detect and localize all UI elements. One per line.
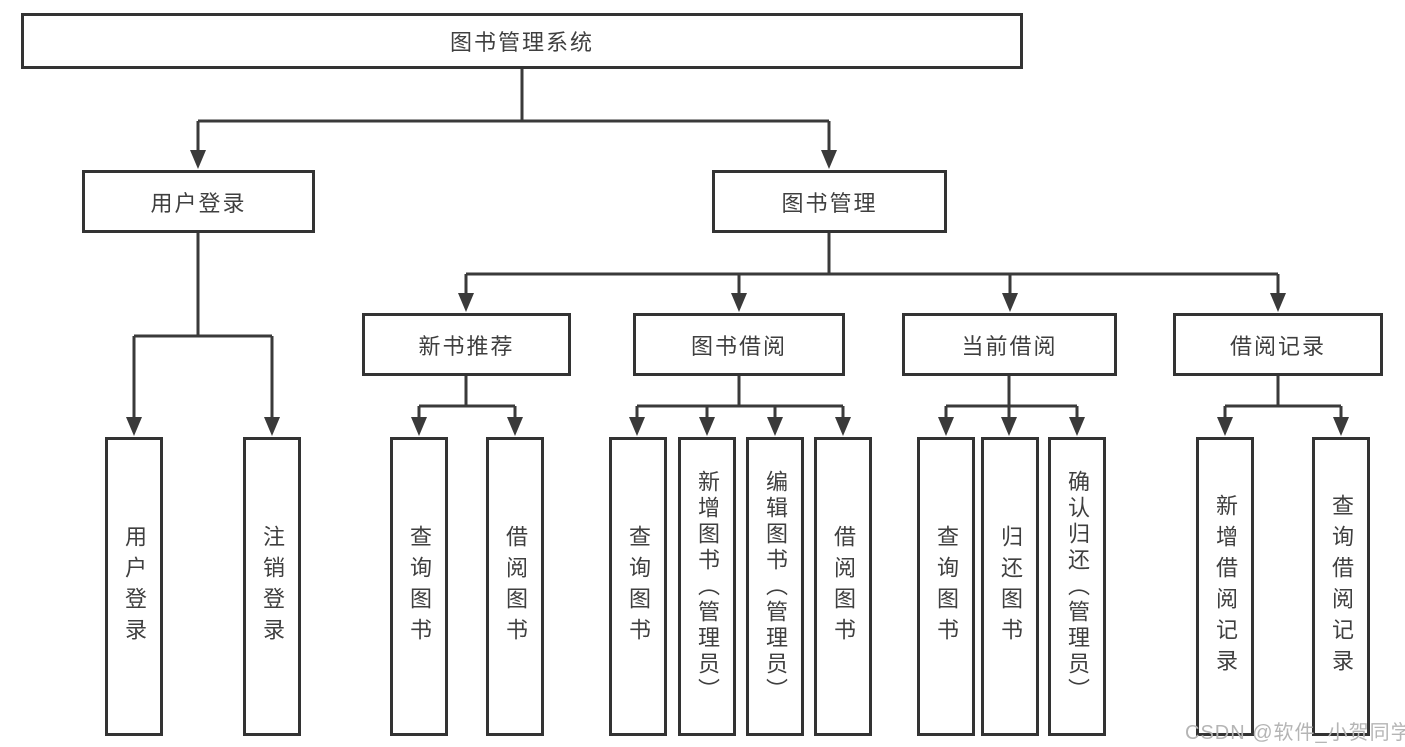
leaf-label: 新增借阅记录: [1213, 493, 1238, 680]
leaf-label: 用户登录: [122, 524, 147, 649]
node-label: 图书管理系统: [449, 30, 594, 55]
leaf-label: 查询借阅记录: [1329, 493, 1354, 680]
node-label: 借阅记录: [1229, 333, 1326, 359]
leaf-label: 注销登录: [260, 524, 285, 649]
leaf-query-books-borrow: 查询图书: [609, 437, 667, 736]
node-current-borrow: 当前借阅: [902, 313, 1117, 376]
leaf-confirm-return-admin: 确认归还（管理员）: [1048, 437, 1106, 736]
leaf-borrow-books-newrec: 借阅图书: [486, 437, 544, 736]
leaf-label: 归还图书: [998, 524, 1023, 649]
leaf-query-books-newrec: 查询图书: [390, 437, 448, 736]
leaf-edit-books-admin: 编辑图书（管理员）: [746, 437, 804, 736]
node-library-management-system: 图书管理系统: [21, 13, 1023, 69]
csdn-watermark: CSDN @软件_小贺同学: [1185, 722, 1405, 744]
leaf-user-login: 用户登录: [105, 437, 163, 736]
leaf-query-books-current: 查询图书: [917, 437, 975, 736]
leaf-label: 查询图书: [626, 524, 651, 649]
node-user-login: 用户登录: [82, 170, 315, 233]
node-new-book-recommend: 新书推荐: [362, 313, 571, 376]
node-book-management: 图书管理: [712, 170, 947, 233]
leaf-label: 查询图书: [407, 524, 432, 649]
node-borrow-records: 借阅记录: [1173, 313, 1383, 376]
leaf-logout: 注销登录: [243, 437, 301, 736]
leaf-label: 借阅图书: [831, 524, 856, 649]
node-label: 图书管理: [781, 190, 878, 216]
leaf-borrow-books: 借阅图书: [814, 437, 872, 736]
leaf-label: 查询图书: [934, 524, 959, 649]
leaf-query-borrow-record: 查询借阅记录: [1312, 437, 1370, 736]
leaf-return-books: 归还图书: [981, 437, 1039, 736]
node-label: 当前借阅: [961, 333, 1058, 359]
leaf-label: 编辑图书（管理员）: [763, 469, 788, 704]
node-label: 图书借阅: [690, 333, 787, 359]
leaf-add-books-admin: 新增图书（管理员）: [678, 437, 736, 736]
leaf-label: 新增图书（管理员）: [695, 469, 720, 704]
leaf-label: 借阅图书: [503, 524, 528, 649]
node-book-borrow: 图书借阅: [633, 313, 845, 376]
arrowheads: [126, 150, 1349, 436]
node-label: 新书推荐: [418, 333, 515, 359]
leaf-add-borrow-record: 新增借阅记录: [1196, 437, 1254, 736]
node-label: 用户登录: [150, 190, 247, 216]
leaf-label: 确认归还（管理员）: [1065, 469, 1090, 704]
